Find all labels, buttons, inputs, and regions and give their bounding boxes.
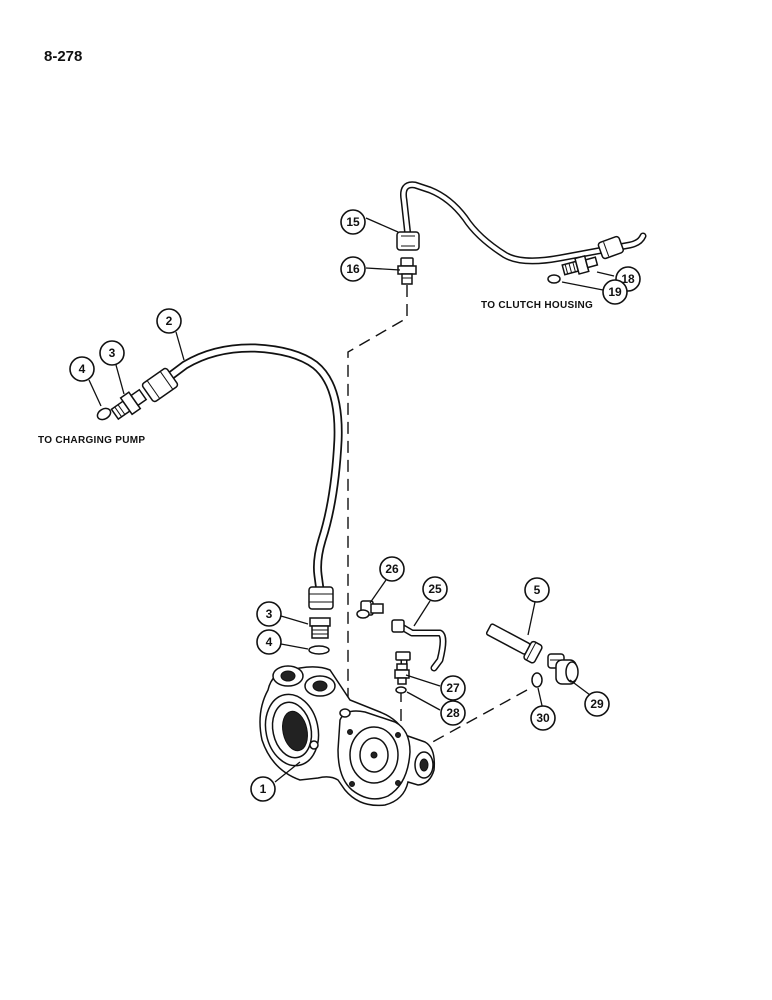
callout-15: 15 xyxy=(340,209,366,235)
callout-30: 30 xyxy=(530,705,556,731)
callout-16: 16 xyxy=(340,256,366,282)
o-ring-30 xyxy=(531,672,543,688)
callout-4-upper: 4 xyxy=(69,356,95,382)
svg-text:4: 4 xyxy=(266,635,273,649)
label-to-charging-pump: TO CHARGING PUMP xyxy=(38,435,145,446)
callout-19: 19 xyxy=(602,279,628,305)
svg-text:5: 5 xyxy=(534,583,541,597)
callout-29: 29 xyxy=(584,691,610,717)
svg-text:2: 2 xyxy=(166,314,173,328)
dashed-connection-lines xyxy=(347,285,528,760)
page-number: 8-278 xyxy=(44,48,82,65)
fitting-27 xyxy=(394,663,410,685)
svg-text:18: 18 xyxy=(621,272,635,286)
fitting-16 xyxy=(397,257,417,285)
leader-lines xyxy=(88,217,615,783)
svg-text:4: 4 xyxy=(79,362,86,376)
svg-text:25: 25 xyxy=(428,582,442,596)
fitting-3-upper xyxy=(110,388,148,421)
valve-housing xyxy=(259,665,436,807)
elbow-29 xyxy=(547,653,579,685)
label-to-clutch-housing: TO CLUTCH HOUSING xyxy=(481,300,593,311)
callout-25: 25 xyxy=(422,576,448,602)
callout-2: 2 xyxy=(156,308,182,334)
callout-5: 5 xyxy=(524,577,550,603)
fitting-18 xyxy=(561,255,599,276)
callout-3-upper: 3 xyxy=(99,340,125,366)
tube-5 xyxy=(485,623,543,664)
svg-text:30: 30 xyxy=(536,711,550,725)
svg-text:15: 15 xyxy=(346,215,360,229)
svg-text:1: 1 xyxy=(260,782,267,796)
tube-clutch-housing xyxy=(396,181,647,265)
svg-text:3: 3 xyxy=(266,607,273,621)
svg-text:16: 16 xyxy=(346,262,360,276)
callout-27: 27 xyxy=(440,675,466,701)
o-ring-4-upper xyxy=(96,407,112,421)
o-ring-4-lower xyxy=(308,645,330,655)
tube-25 xyxy=(391,619,447,672)
svg-text:28: 28 xyxy=(446,706,460,720)
svg-text:26: 26 xyxy=(385,562,399,576)
svg-text:3: 3 xyxy=(109,346,116,360)
tube-charging-pump xyxy=(141,343,343,610)
callout-4-lower: 4 xyxy=(256,629,282,655)
tube-nut-15 xyxy=(396,231,420,251)
callout-26: 26 xyxy=(379,556,405,582)
callout-28: 28 xyxy=(440,700,466,726)
o-ring-19 xyxy=(547,274,561,284)
svg-text:29: 29 xyxy=(590,697,604,711)
fitting-3-lower xyxy=(309,617,331,639)
o-ring-28 xyxy=(395,686,407,694)
tube-nut-end xyxy=(597,235,624,260)
svg-text:27: 27 xyxy=(446,681,460,695)
elbow-26 xyxy=(356,600,384,619)
callout-1: 1 xyxy=(250,776,276,802)
svg-text:19: 19 xyxy=(608,285,622,299)
callout-3-lower: 3 xyxy=(256,601,282,627)
